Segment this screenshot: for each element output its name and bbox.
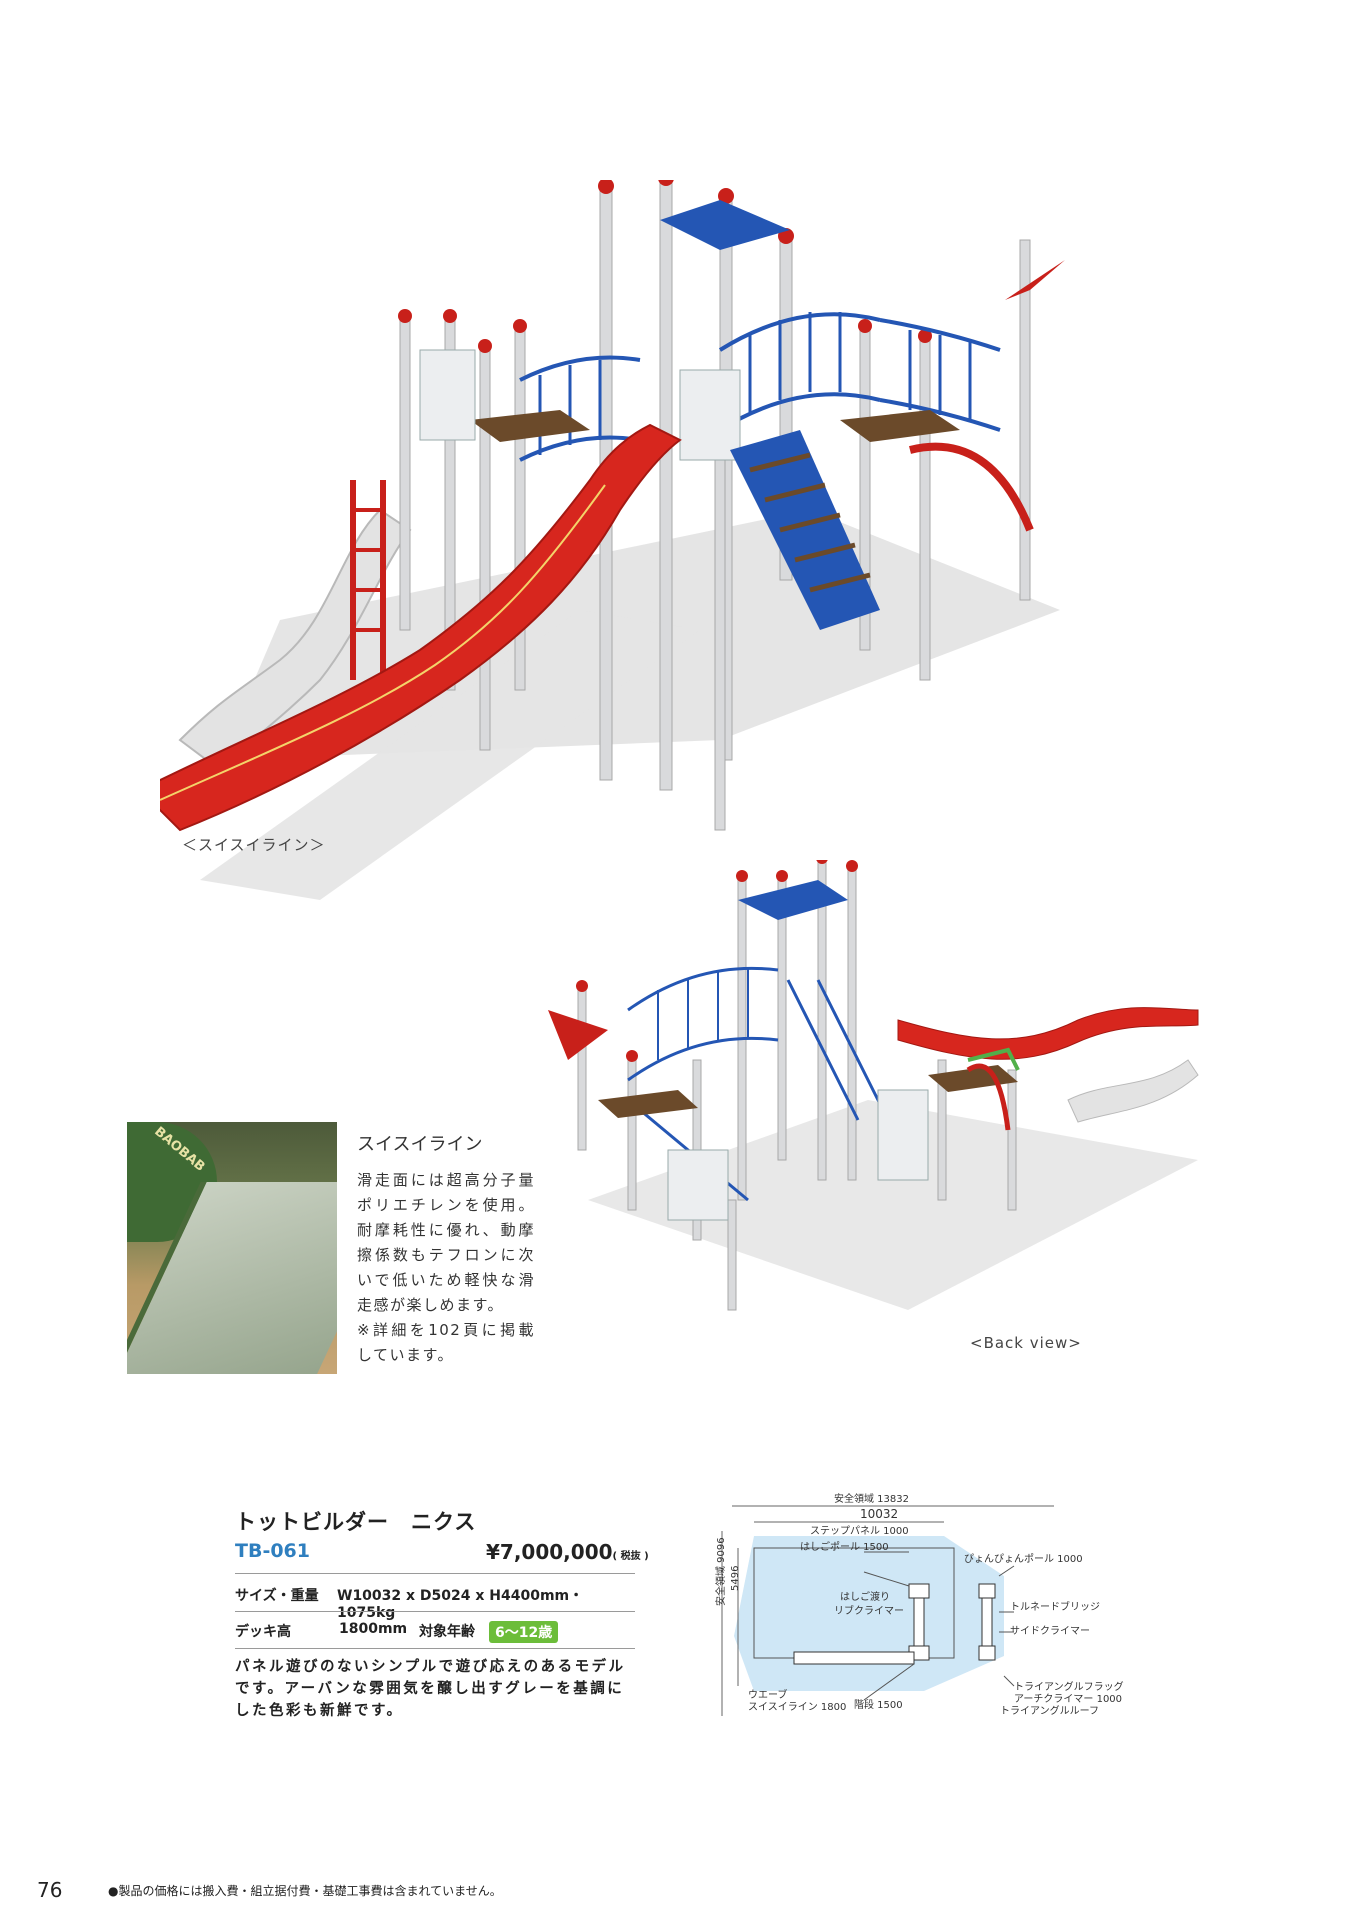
label-stairs: 階段 1500 (854, 1698, 903, 1711)
spec-divider (235, 1611, 635, 1612)
deck-value: 1800mm (339, 1621, 408, 1637)
label-triangle-roof: トライアングルルーフ (1000, 1704, 1099, 1717)
label-ladder-pole: はしごポール 1500 (800, 1540, 889, 1553)
deck-label: デッキ高 (235, 1624, 291, 1640)
diagram-depth: 5496 (730, 1566, 741, 1591)
age-label: 対象年齢 (419, 1624, 475, 1640)
front-view-label: ＜スイスイライン＞ (182, 836, 326, 854)
label-side-climber: サイドクライマー (1010, 1625, 1090, 1637)
product-code: TB-061 (235, 1540, 310, 1562)
product-description: パネル遊びのないシンプルで遊び応えのあるモデルです。アーバンな雰囲気を醸し出すグ… (235, 1659, 626, 1719)
slide-photo: BAOBAB (127, 1122, 337, 1374)
page-number: 76 (37, 1878, 63, 1902)
label-swiss-line: スイスイライン 1800 (748, 1701, 846, 1713)
front-view-illustration (160, 180, 1065, 900)
spec-size-label: サイズ・重量 (235, 1588, 319, 1604)
label-arch-climber: アーチクライマー 1000 (1014, 1693, 1122, 1705)
label-tornado-bridge: トルネードブリッジ (1010, 1600, 1100, 1613)
spec-divider (235, 1573, 635, 1574)
feature-body: 滑走面には超高分子量ポリエチレンを使用。耐摩耗性に優れ、動摩擦係数もテフロンに次… (357, 1171, 535, 1364)
back-view-label: <Back view> (970, 1334, 1082, 1352)
product-price: ¥7,000,000( 税抜 ) (486, 1540, 649, 1564)
diagram-safety-depth: 安全領域 9096 (714, 1537, 727, 1606)
spec-size-value: W10032 x D5024 x H4400mm・1075kg (337, 1588, 584, 1621)
price-note: ( 税抜 ) (612, 1551, 649, 1562)
diagram-width: 10032 (860, 1507, 898, 1521)
label-step-panel: ステップパネル 1000 (810, 1525, 909, 1537)
age-badge: 6～12歳 (489, 1621, 559, 1643)
label-pyon-pole: ぴょんぴょんポール 1000 (964, 1553, 1083, 1565)
feature-title: スイスイライン (357, 1134, 483, 1155)
price-value: ¥7,000,000 (486, 1540, 613, 1564)
label-ladder-cross: はしご渡り (840, 1590, 890, 1603)
footer-note: ●製品の価格には搬入費・組立据付費・基礎工事費は含まれていません。 (108, 1884, 502, 1898)
label-wave: ウエーブ (748, 1688, 787, 1701)
label-rib-climber: リブクライマー (834, 1604, 904, 1617)
back-view-illustration (548, 860, 1199, 1311)
product-name: トットビルダー ニクス (235, 1510, 477, 1534)
layout-diagram: 安全領域 13832 10032 安全領域 9096 5496 ステップパネル … (714, 1492, 1124, 1717)
spec-divider (235, 1648, 635, 1649)
diagram-safety-width: 安全領域 13832 (834, 1492, 909, 1505)
label-triangle-flag: トライアングルフラッグ (1014, 1680, 1124, 1693)
